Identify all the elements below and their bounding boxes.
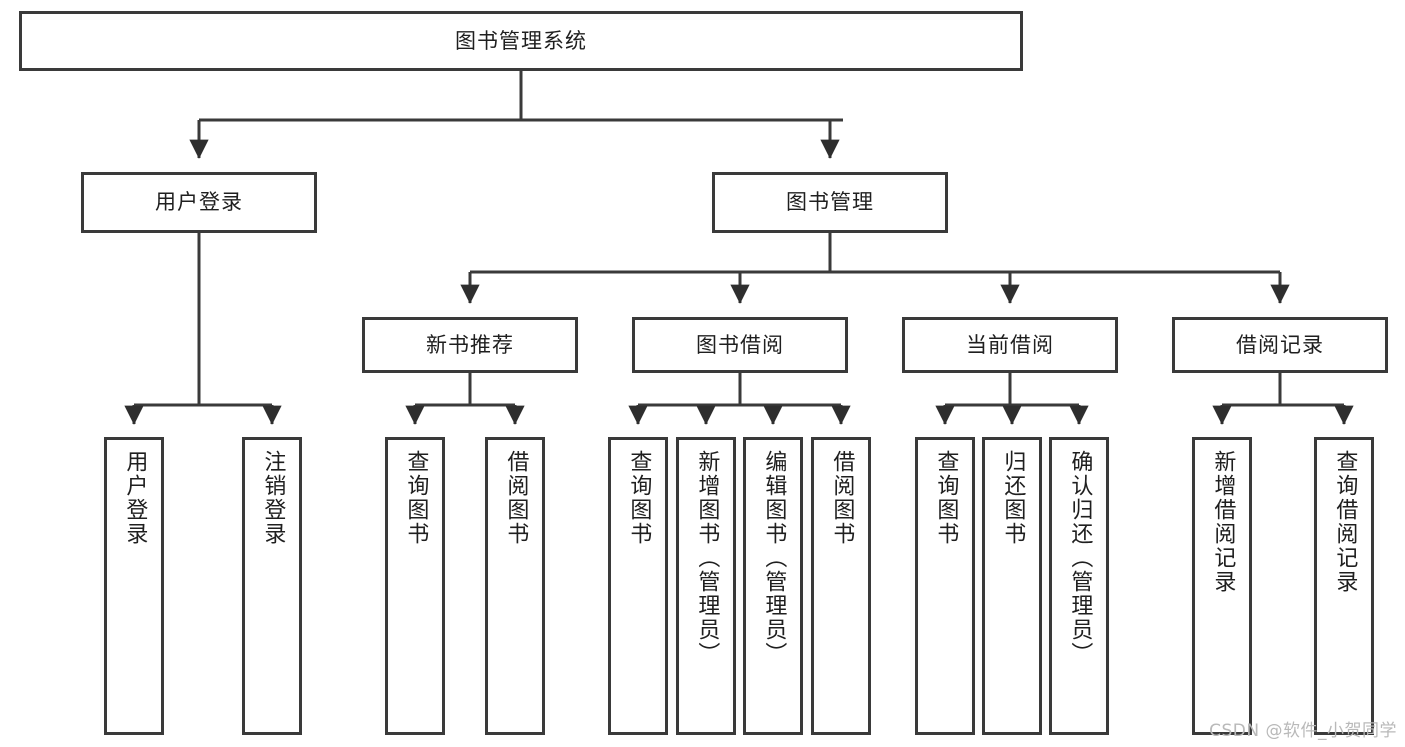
- node-label: 用户登录: [155, 190, 243, 215]
- node-label: 借阅图书: [829, 450, 855, 546]
- leaf-query-borrowing-record[interactable]: 查询借阅记录: [1314, 437, 1374, 735]
- node-label: 新增借阅记录: [1210, 450, 1236, 594]
- node-borrowing-records[interactable]: 借阅记录: [1172, 317, 1388, 373]
- leaf-query-book-borrowing[interactable]: 查询图书: [608, 437, 668, 735]
- node-label: 图书借阅: [696, 332, 784, 357]
- node-user-login[interactable]: 用户登录: [81, 172, 317, 233]
- node-new-book-recommendation[interactable]: 新书推荐: [362, 317, 578, 373]
- node-label: 查询图书: [933, 450, 959, 546]
- leaf-query-book-recommendation[interactable]: 查询图书: [385, 437, 445, 735]
- leaf-return-book[interactable]: 归还图书: [982, 437, 1042, 735]
- node-label: 用户登录: [122, 450, 148, 546]
- leaf-edit-book-admin[interactable]: 编辑图书（管理员）: [743, 437, 803, 735]
- node-label: 归还图书: [1000, 450, 1026, 546]
- leaf-borrow-book[interactable]: 借阅图书: [811, 437, 871, 735]
- leaf-add-book-admin[interactable]: 新增图书（管理员）: [676, 437, 736, 735]
- node-label: 借阅图书: [503, 450, 529, 546]
- node-book-management[interactable]: 图书管理: [712, 172, 948, 233]
- leaf-query-book-current[interactable]: 查询图书: [915, 437, 975, 735]
- node-label: 借阅记录: [1236, 332, 1324, 357]
- node-label: 当前借阅: [966, 332, 1054, 357]
- node-label: 查询图书: [403, 450, 429, 546]
- leaf-add-borrowing-record[interactable]: 新增借阅记录: [1192, 437, 1252, 735]
- node-label: 图书管理系统: [455, 28, 587, 53]
- node-book-borrowing[interactable]: 图书借阅: [632, 317, 848, 373]
- node-label: 确认归还（管理员）: [1067, 450, 1093, 666]
- node-label: 注销登录: [260, 450, 286, 546]
- node-label: 新增图书（管理员）: [694, 450, 720, 666]
- node-current-borrowing[interactable]: 当前借阅: [902, 317, 1118, 373]
- leaf-borrow-book-recommendation[interactable]: 借阅图书: [485, 437, 545, 735]
- node-label: 查询借阅记录: [1332, 450, 1358, 594]
- node-label: 图书管理: [786, 190, 874, 215]
- node-label: 编辑图书（管理员）: [761, 450, 787, 666]
- node-label: 查询图书: [626, 450, 652, 546]
- node-root-book-management-system[interactable]: 图书管理系统: [19, 11, 1023, 71]
- node-label: 新书推荐: [426, 332, 514, 357]
- watermark-text: CSDN @软件_小贺同学: [1209, 721, 1397, 741]
- leaf-confirm-return-admin[interactable]: 确认归还（管理员）: [1049, 437, 1109, 735]
- leaf-logout[interactable]: 注销登录: [242, 437, 302, 735]
- leaf-user-login[interactable]: 用户登录: [104, 437, 164, 735]
